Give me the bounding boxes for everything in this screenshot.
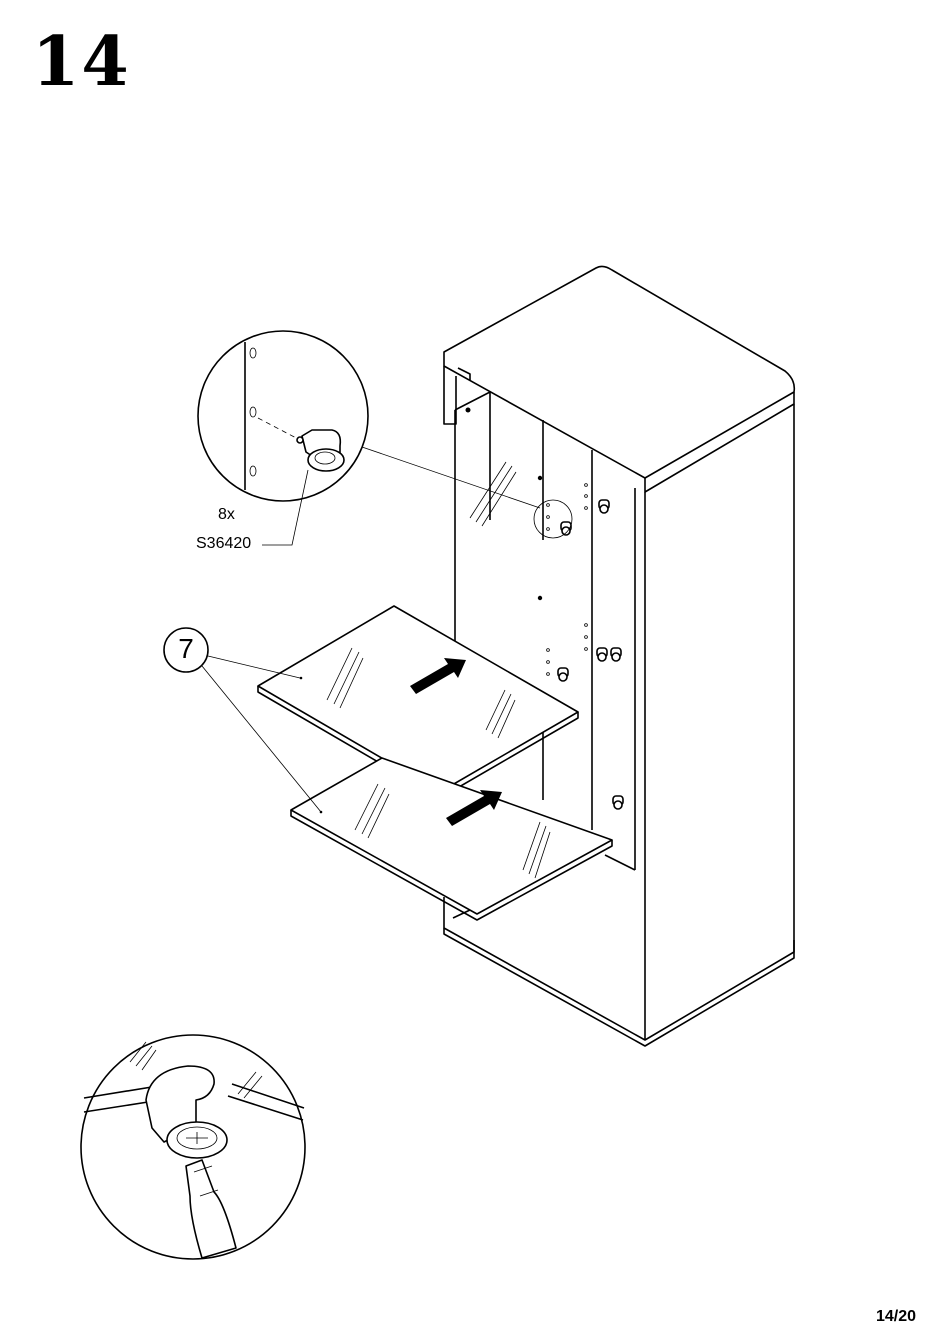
shelf-supports [558,500,623,809]
detail-target-circle [534,500,572,538]
glass-shelf-upper [258,606,578,798]
cabinet-drawing [444,266,794,1046]
shelf-holes [466,408,588,676]
screwdriver-detail-icon [81,1035,305,1259]
shelf-support-detail-icon [198,331,368,501]
code-leader-line [262,470,308,545]
detail-leader-line [362,447,540,508]
part-leader-line [208,656,300,678]
part-number: 7 [163,626,209,672]
hardware-quantity: 8x [218,506,235,524]
glass-shelf-lower [291,758,612,920]
hardware-code: S36420 [196,535,251,553]
page-counter: 14/20 [876,1308,916,1326]
